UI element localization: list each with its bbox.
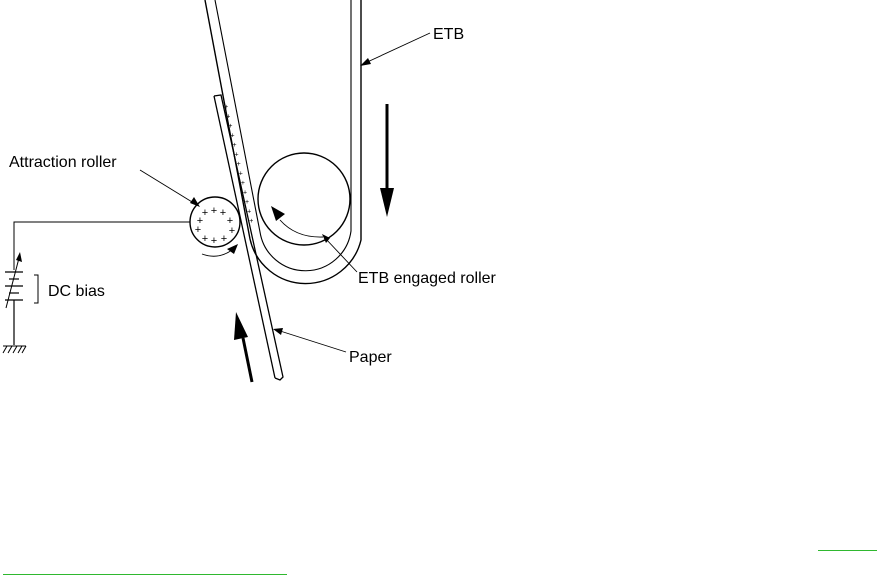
battery-symbol (5, 271, 23, 345)
belt-direction-arrow (380, 104, 394, 217)
paper-charge-mark: + (230, 133, 234, 140)
roller-charge-mark: + (195, 224, 201, 236)
attraction-roller-label: Attraction roller (9, 154, 117, 171)
etb-engaged-roller-label: ETB engaged roller (358, 270, 497, 287)
paper-leader (276, 329, 347, 353)
paper-strip (213, 94, 284, 381)
leader-arrowheads (190, 58, 371, 335)
paper-direction-arrow (234, 312, 254, 383)
roller-charge-mark: + (202, 207, 208, 219)
etb-belt-inner (214, 0, 352, 272)
etb-label: ETB (433, 26, 464, 43)
paper-charge-mark: + (237, 161, 241, 168)
etb-engaged-roller (257, 152, 351, 246)
paper-charge-mark: + (226, 114, 230, 121)
paper-charge-mark: + (233, 142, 237, 149)
etb-leader (362, 32, 431, 65)
paper-strip-left-edge (213, 95, 276, 379)
link-underline-right (818, 550, 877, 551)
paper-charge-mark: + (243, 190, 247, 197)
paper-charge-mark: + (224, 104, 228, 111)
bias-wire (13, 221, 190, 270)
attraction-roller-arrowhead (227, 244, 238, 254)
attraction-roller-leader (139, 169, 198, 206)
variable-bias-arrow-icon (5, 252, 22, 309)
link-underline-left (3, 574, 287, 575)
dc-bias-label: DC bias (48, 283, 105, 300)
paper-charge-mark: + (245, 199, 249, 206)
etb-roller-rotation-arrowhead (271, 206, 285, 221)
attraction-roller-rotation-arrow (201, 249, 233, 257)
etb-roller-rotation-arrow (279, 219, 324, 238)
paper-charge-mark: + (241, 180, 245, 187)
paper-charge-mark: + (247, 209, 251, 216)
leader-lines (139, 32, 431, 353)
paper-charge-mark: + (228, 123, 232, 130)
roller-charge-mark: + (221, 233, 227, 245)
attraction-roller-charge-marks: ++++++++++ (195, 205, 235, 247)
paper-charge-mark: + (239, 171, 243, 178)
paper-charge-mark: + (249, 218, 253, 225)
ground-icon (2, 345, 27, 354)
roller-charge-mark: + (197, 215, 203, 227)
roller-charge-mark: + (229, 225, 235, 237)
roller-charge-mark: + (211, 205, 217, 217)
paper-charge-marks: + + + + + + + + + + + + + (224, 104, 253, 225)
roller-charge-mark: + (220, 207, 226, 219)
etb-engaged-roller-leader (324, 237, 358, 273)
paper-charge-mark: + (235, 152, 239, 159)
dc-bias-bracket (34, 274, 39, 304)
paper-label: Paper (349, 349, 392, 366)
roller-charge-mark: + (202, 233, 208, 245)
roller-charge-mark: + (227, 215, 233, 227)
roller-charge-mark: + (211, 235, 217, 247)
